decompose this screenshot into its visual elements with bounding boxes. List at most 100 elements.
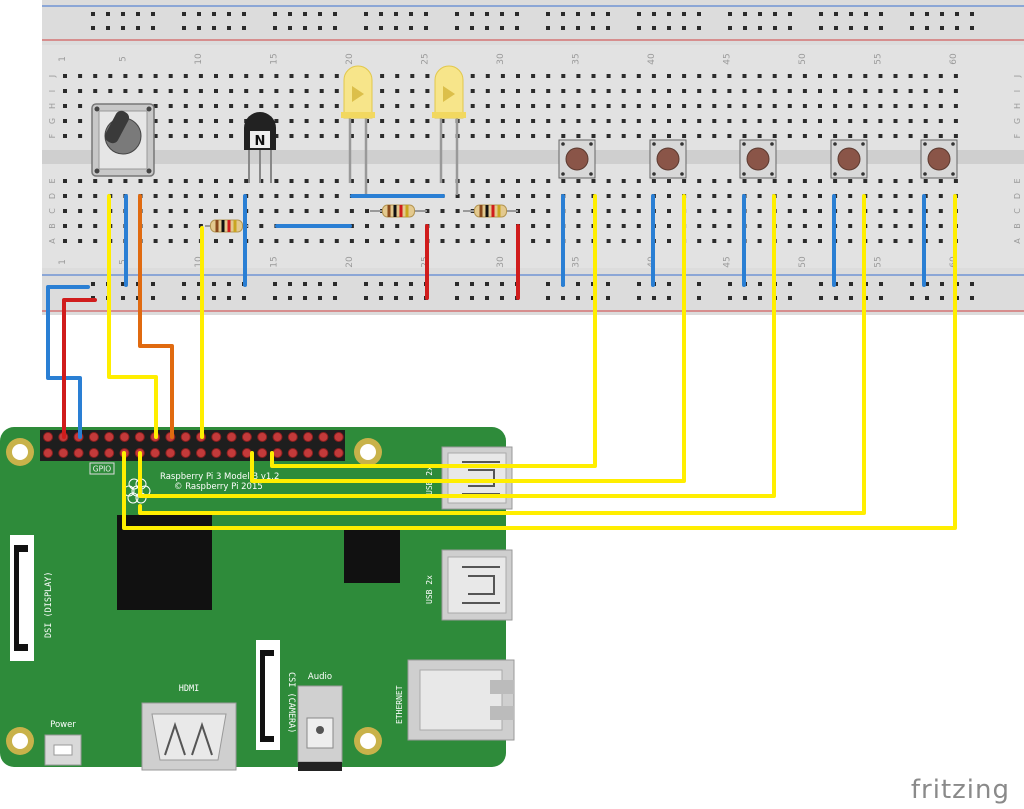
- power-wire: [62, 298, 97, 439]
- row-letter: F: [1013, 133, 1022, 138]
- column-number: 45: [722, 256, 732, 267]
- gpio-pin: [226, 448, 237, 458]
- model-label: Raspberry Pi 3 Model B v1.2: [160, 472, 279, 482]
- gpio-pin: [165, 448, 176, 458]
- hdmi-port: HDMI: [141, 684, 237, 771]
- gpio-pin: [318, 448, 329, 458]
- column-number: 1: [58, 259, 68, 265]
- transistor-label: N: [255, 134, 266, 149]
- ethernet-label: ETHERNET: [395, 685, 404, 724]
- gpio-pin: [73, 448, 84, 458]
- gpio-pin: [180, 432, 191, 442]
- center-channel: [42, 150, 1024, 164]
- column-number: 1: [58, 56, 68, 62]
- gpio-pin: [226, 432, 237, 442]
- power-label: Power: [50, 720, 76, 730]
- gpio-pin: [88, 432, 99, 442]
- push-button: [830, 139, 868, 179]
- resistors: [205, 204, 518, 233]
- gpio-pin: [119, 432, 130, 442]
- gpio-pin: [272, 432, 283, 442]
- breadboard: 1155101015152020252530303535404045455050…: [42, 0, 1024, 315]
- potentiometer: [91, 103, 155, 177]
- row-letter: E: [1013, 178, 1022, 183]
- gpio-pin: [211, 432, 222, 442]
- csi-connector: CSI (CAMERA): [256, 640, 296, 750]
- row-letter: H: [1013, 103, 1022, 109]
- ethernet-port: ETHERNET: [395, 659, 515, 741]
- column-number: 50: [798, 256, 808, 268]
- audio-jack: Audio: [297, 672, 343, 771]
- yellow-wire: [138, 194, 866, 515]
- gpio-pin: [257, 448, 268, 458]
- gpio-pin: [287, 432, 298, 442]
- usb-controller-chip: [344, 527, 400, 583]
- fritzing-logo: fritzing: [910, 775, 1010, 805]
- push-buttons: [558, 139, 958, 179]
- row-letter: A: [1013, 238, 1022, 244]
- column-number: 20: [345, 256, 355, 268]
- yellow-wire: [122, 194, 957, 530]
- breadboard-wires: [124, 194, 926, 300]
- row-letter: J: [48, 75, 57, 78]
- row-letter: A: [48, 238, 57, 244]
- column-number: 5: [118, 56, 128, 62]
- usb-label-bottom: USB 2x: [425, 575, 434, 604]
- row-letter: E: [48, 178, 57, 183]
- row-letter: J: [1013, 75, 1022, 78]
- gpio-pin: [180, 448, 191, 458]
- push-button: [649, 139, 687, 179]
- row-letter: I: [48, 90, 57, 92]
- column-number: 55: [873, 53, 883, 64]
- yellow-wire: [250, 194, 686, 483]
- row-letter: I: [1013, 90, 1022, 92]
- row-letter: B: [48, 223, 57, 229]
- column-number: 30: [496, 256, 506, 268]
- resistor: [205, 219, 248, 233]
- gpio-pin: [333, 432, 344, 442]
- row-letter: D: [1013, 193, 1022, 199]
- column-number: 10: [194, 53, 204, 65]
- row-letter: G: [1013, 118, 1022, 124]
- column-number: 40: [647, 53, 657, 65]
- column-number: 50: [798, 53, 808, 65]
- gpio-pin: [150, 448, 161, 458]
- gpio-pin: [272, 448, 283, 458]
- column-number: 25: [420, 53, 430, 64]
- audio-label: Audio: [308, 672, 332, 682]
- column-number: 55: [873, 256, 883, 267]
- row-letter: G: [48, 118, 57, 124]
- raspberry-pi-board: GPIO Raspberry Pi 3 Model B v1.2 © Raspb…: [0, 427, 515, 771]
- ground-wire: [46, 285, 90, 439]
- push-button: [558, 139, 596, 179]
- usb-port-bottom: USB 2x: [425, 549, 513, 621]
- row-letter: C: [1013, 208, 1022, 214]
- dsi-label: DSI (DISPLAY): [44, 571, 54, 638]
- gpio-pin: [303, 432, 314, 442]
- gpio-pin: [257, 432, 268, 442]
- led-2: [432, 65, 466, 195]
- gpio-pin: [303, 448, 314, 458]
- gpio-label: GPIO: [93, 465, 112, 474]
- column-number: 10: [194, 256, 204, 268]
- gpio-pin: [241, 432, 252, 442]
- resistor: [370, 204, 427, 218]
- push-button: [739, 139, 777, 179]
- dsi-connector: DSI (DISPLAY): [10, 535, 54, 661]
- column-number: 35: [571, 256, 581, 267]
- gpio-pin: [211, 448, 222, 458]
- gpio-pin: [58, 448, 69, 458]
- gpio-pin: [318, 432, 329, 442]
- column-number: 5: [118, 259, 128, 265]
- csi-label: CSI (CAMERA): [286, 672, 296, 733]
- gpio-pin: [134, 432, 145, 442]
- yellow-wire: [107, 194, 158, 439]
- gpio-header: [40, 430, 345, 461]
- gpio-pin: [287, 448, 298, 458]
- column-number: 30: [496, 53, 506, 65]
- yellow-wire: [270, 194, 597, 468]
- resistor: [463, 204, 518, 218]
- column-number: 15: [269, 256, 279, 267]
- led-1: [341, 65, 375, 195]
